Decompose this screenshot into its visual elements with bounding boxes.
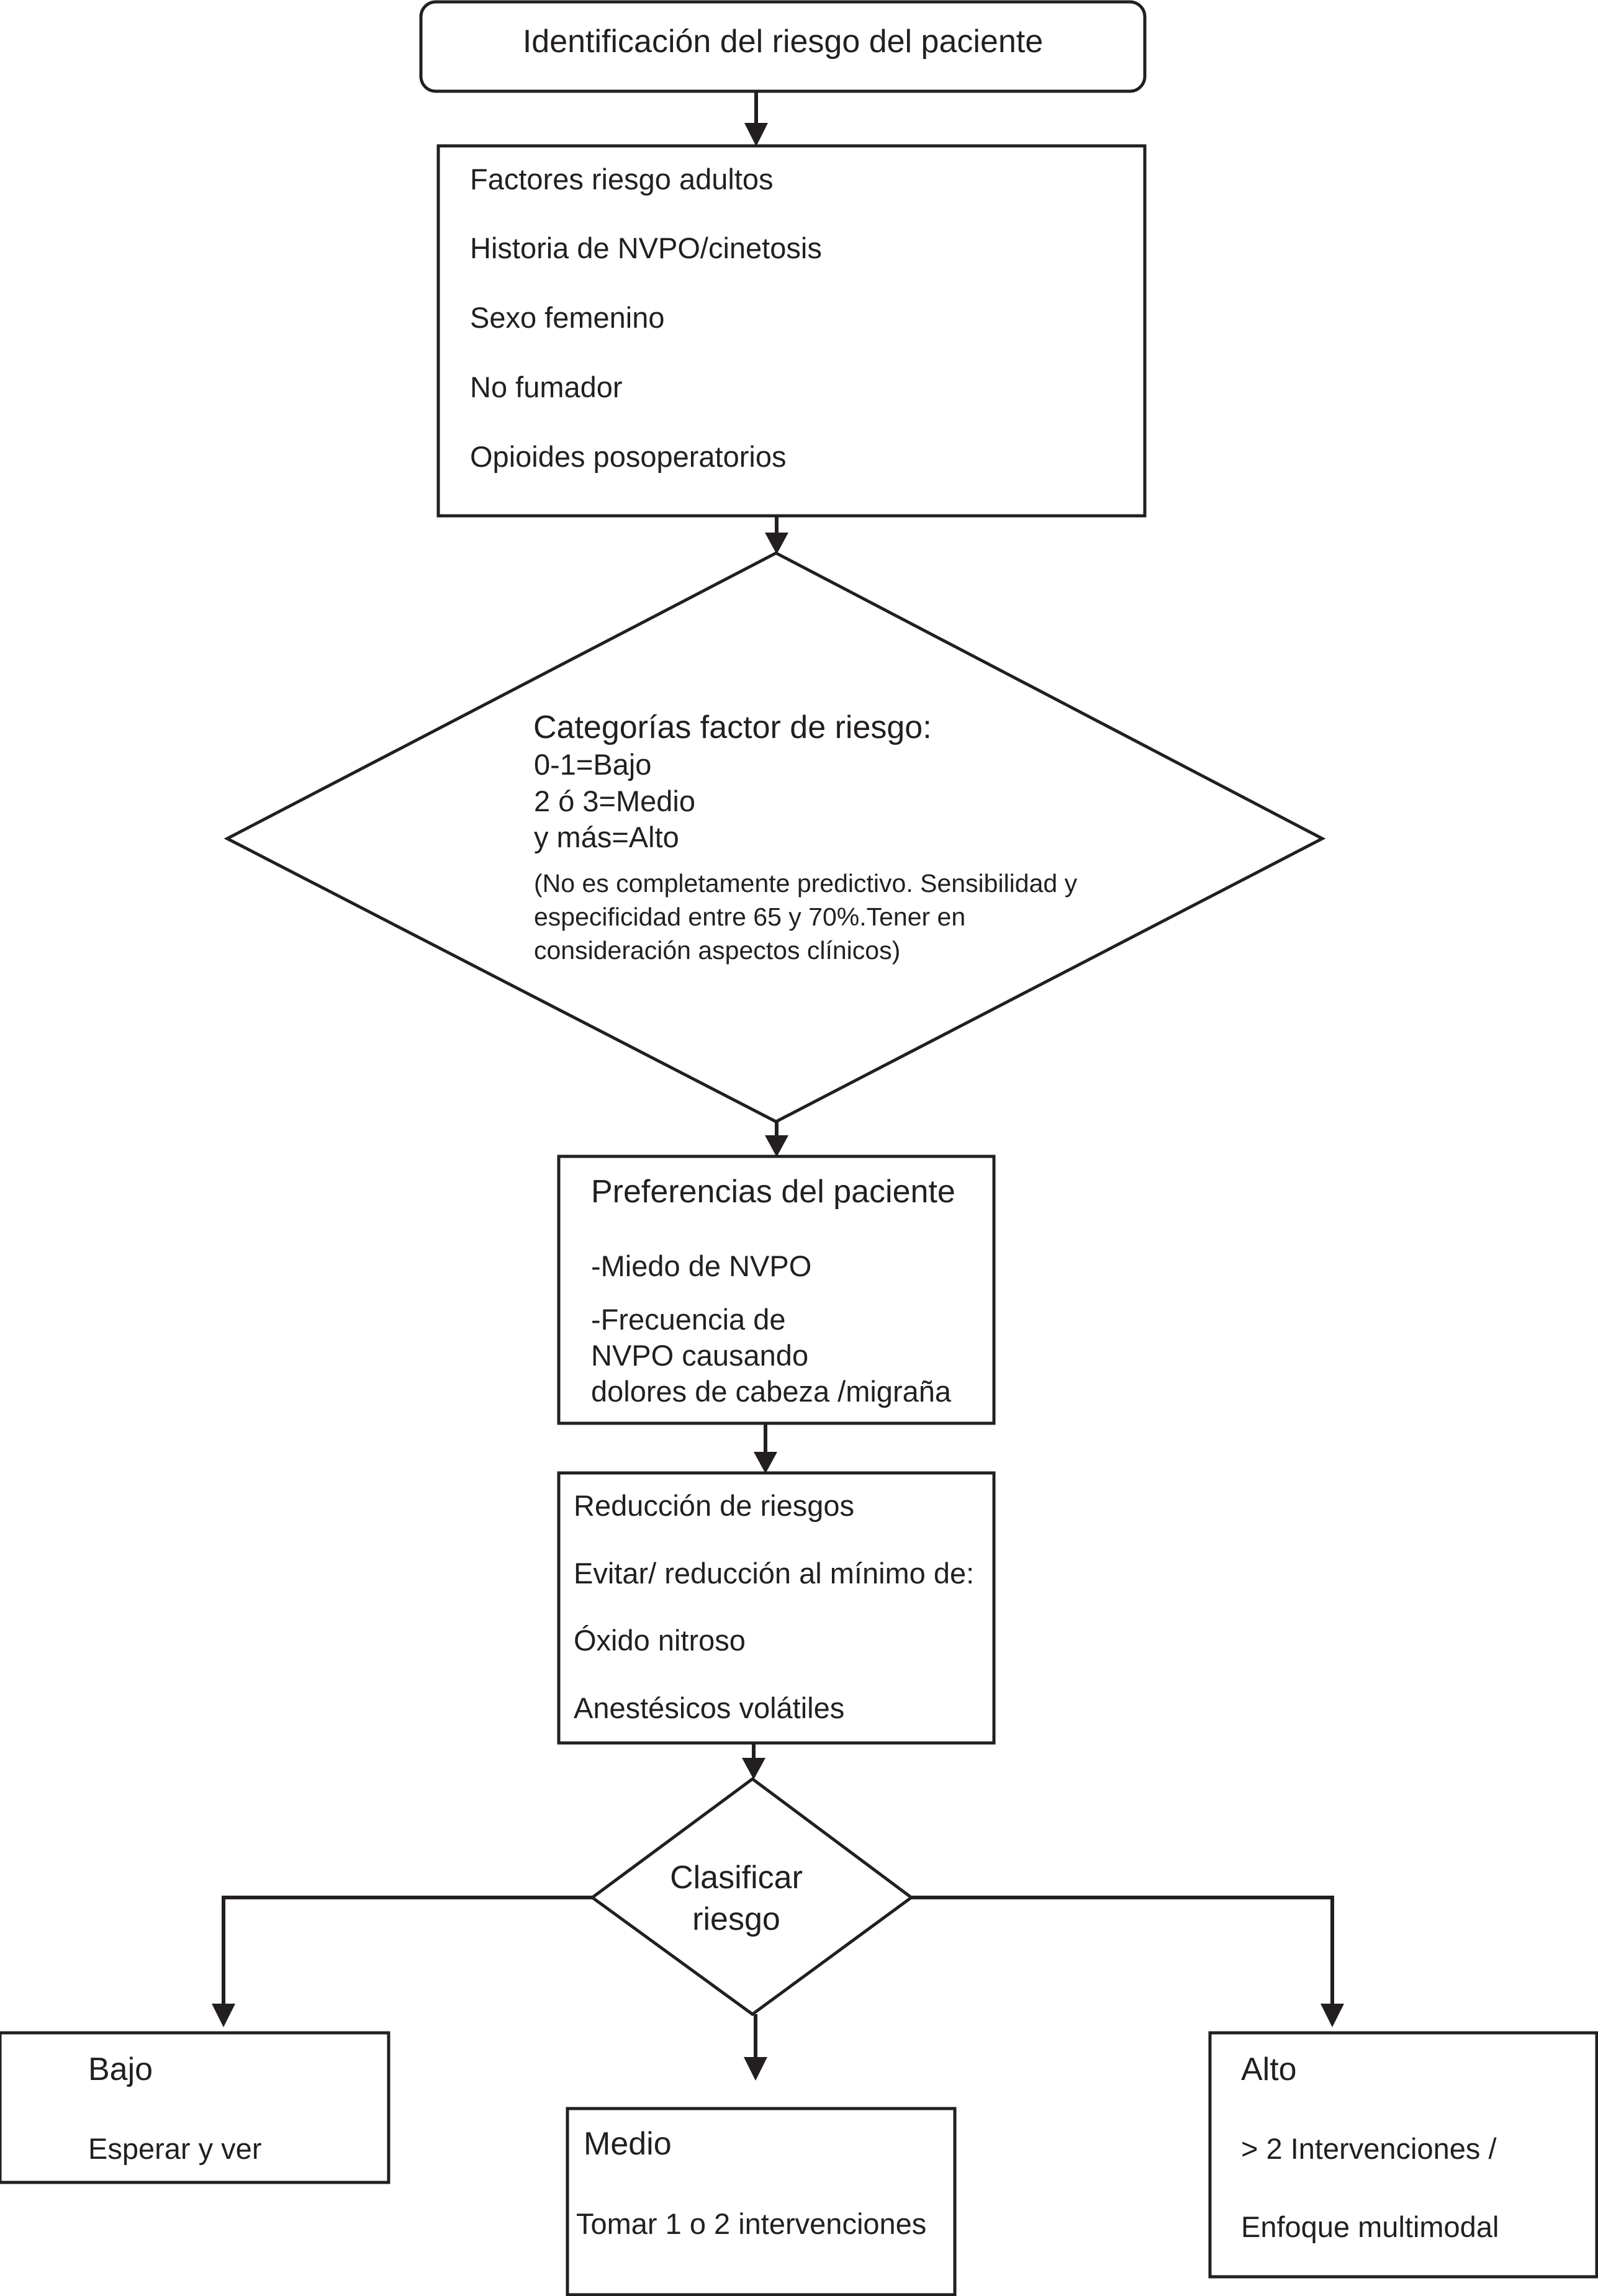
arrowhead: [765, 1135, 788, 1157]
arrowhead: [765, 533, 788, 554]
arrowhead: [744, 2057, 767, 2081]
high-text-line: > 2 Intervenciones /: [1241, 2132, 1497, 2165]
arrow-classify-to-low: [222, 1896, 592, 2006]
medium-title: Medio: [584, 2126, 672, 2162]
categories-note-line: consideración aspectos clínicos): [534, 936, 901, 965]
start-title: Identificación del riesgo del paciente: [522, 24, 1044, 60]
risk-factor-item: Sexo femenino: [470, 301, 665, 334]
categories-title: Categorías factor de riesgo:: [533, 709, 932, 745]
arrowhead: [742, 1758, 765, 1780]
risk-factor-item: Opioides posoperatorios: [470, 440, 787, 473]
arrowhead: [1320, 2004, 1344, 2027]
category-high: y más=Alto: [534, 821, 679, 853]
reduction-item: Óxido nitroso: [574, 1624, 746, 1657]
risk-factor-item: Historia de NVPO/cinetosis: [470, 232, 822, 264]
reduction-item: Reducción de riesgos: [574, 1489, 854, 1522]
low-text: Esperar y ver: [88, 2132, 262, 2165]
arrowhead: [754, 1452, 777, 1474]
risk-factors-box: [436, 144, 1147, 518]
medium-box: [566, 2107, 957, 2296]
reduction-box: [557, 1471, 996, 1745]
high-title: Alto: [1241, 2051, 1297, 2087]
classify-label-line: Clasificar: [670, 1860, 803, 1896]
high-text-line: Enfoque multimodal: [1241, 2210, 1499, 2243]
categories-diamond: [223, 551, 1326, 1123]
high-box: [1208, 2031, 1598, 2279]
medium-text: Tomar 1 o 2 intervenciones: [576, 2207, 927, 2240]
preferences-item-line: -Frecuencia de: [591, 1303, 786, 1336]
category-low: 0-1=Bajo: [534, 748, 652, 781]
categories-note-line: especificidad entre 65 y 70%.Tener en: [534, 903, 966, 931]
reduction-item: Anestésicos volátiles: [574, 1691, 845, 1724]
classify-label-line: riesgo: [692, 1901, 780, 1937]
arrow-classify-to-high: [911, 1896, 1334, 2006]
preferences-item-line: NVPO causando: [591, 1339, 809, 1372]
preferences-item-line: dolores de cabeza /migraña: [591, 1375, 952, 1408]
classify-diamond: [589, 1776, 914, 2017]
arrowhead: [212, 2004, 235, 2027]
start-box: [419, 0, 1147, 93]
risk-factor-item: Factores riesgo adultos: [470, 163, 774, 196]
categories-note-line: (No es completamente predictivo. Sensibi…: [534, 869, 1078, 898]
low-title: Bajo: [88, 2051, 153, 2087]
low-box: [0, 2031, 390, 2184]
reduction-item: Evitar/ reducción al mínimo de:: [574, 1557, 975, 1590]
category-medium: 2 ó 3=Medio: [534, 785, 695, 817]
preferences-item: -Miedo de NVPO: [591, 1249, 812, 1282]
preferences-title: Preferencias del paciente: [591, 1174, 955, 1210]
arrowhead: [744, 123, 768, 146]
risk-factor-item: No fumador: [470, 371, 623, 403]
